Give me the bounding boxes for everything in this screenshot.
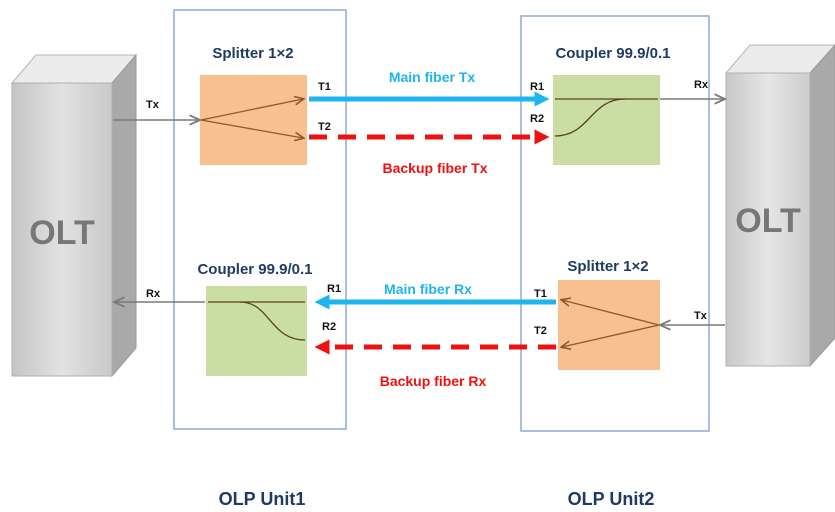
unit2-splitter: Splitter 1×2 T1 T2 (534, 258, 660, 370)
unit2-coupler-box (553, 75, 660, 165)
unit1-coupler-box (206, 286, 307, 376)
unit1-splitter-title: Splitter 1×2 (212, 45, 293, 62)
unit1-coupler-port-r2: R2 (322, 321, 336, 333)
right-olt: OLT (724, 44, 835, 368)
unit1-coupler-port-r1: R1 (327, 283, 341, 295)
unit1-splitter-box (200, 75, 307, 165)
olp-unit2-box (520, 15, 710, 432)
left-olt-label: OLT (29, 214, 95, 252)
right-olt-tx-label: Tx (694, 310, 708, 322)
main-fiber-tx-label: Main fiber Tx (389, 69, 476, 85)
unit1-coupler-title: Coupler 99.9/0.1 (197, 261, 312, 278)
main-fiber-rx-label: Main fiber Rx (384, 281, 472, 297)
backup-fiber-rx-label: Backup fiber Rx (380, 373, 487, 389)
unit2-coupler: Coupler 99.9/0.1 R1 R2 (530, 45, 671, 165)
left-olt-rx-label: Rx (146, 288, 161, 300)
unit1-splitter-port-t2: T2 (318, 121, 331, 133)
unit2-coupler-title: Coupler 99.9/0.1 (555, 45, 670, 62)
unit2-splitter-title: Splitter 1×2 (567, 258, 648, 275)
unit2-splitter-port-t2: T2 (534, 325, 547, 337)
olp-unit1-caption: OLP Unit1 (219, 489, 306, 509)
unit1-coupler: Coupler 99.9/0.1 R1 R2 (197, 261, 341, 376)
unit2-coupler-port-r1: R1 (530, 81, 544, 93)
unit1-splitter: Splitter 1×2 T1 T2 (200, 45, 331, 165)
left-olt-tx-label: Tx (146, 99, 160, 111)
left-olt: OLT (10, 53, 138, 378)
unit2-coupler-port-r2: R2 (530, 113, 544, 125)
unit2-splitter-port-t1: T1 (534, 288, 547, 300)
unit1-splitter-port-t1: T1 (318, 81, 331, 93)
olp-unit2-caption: OLP Unit2 (568, 489, 655, 509)
right-olt-label: OLT (735, 202, 801, 240)
right-olt-rx-label: Rx (694, 79, 709, 91)
unit2-splitter-box (558, 280, 660, 370)
olp-unit1-box (173, 9, 347, 430)
backup-fiber-tx-label: Backup fiber Tx (382, 160, 487, 176)
